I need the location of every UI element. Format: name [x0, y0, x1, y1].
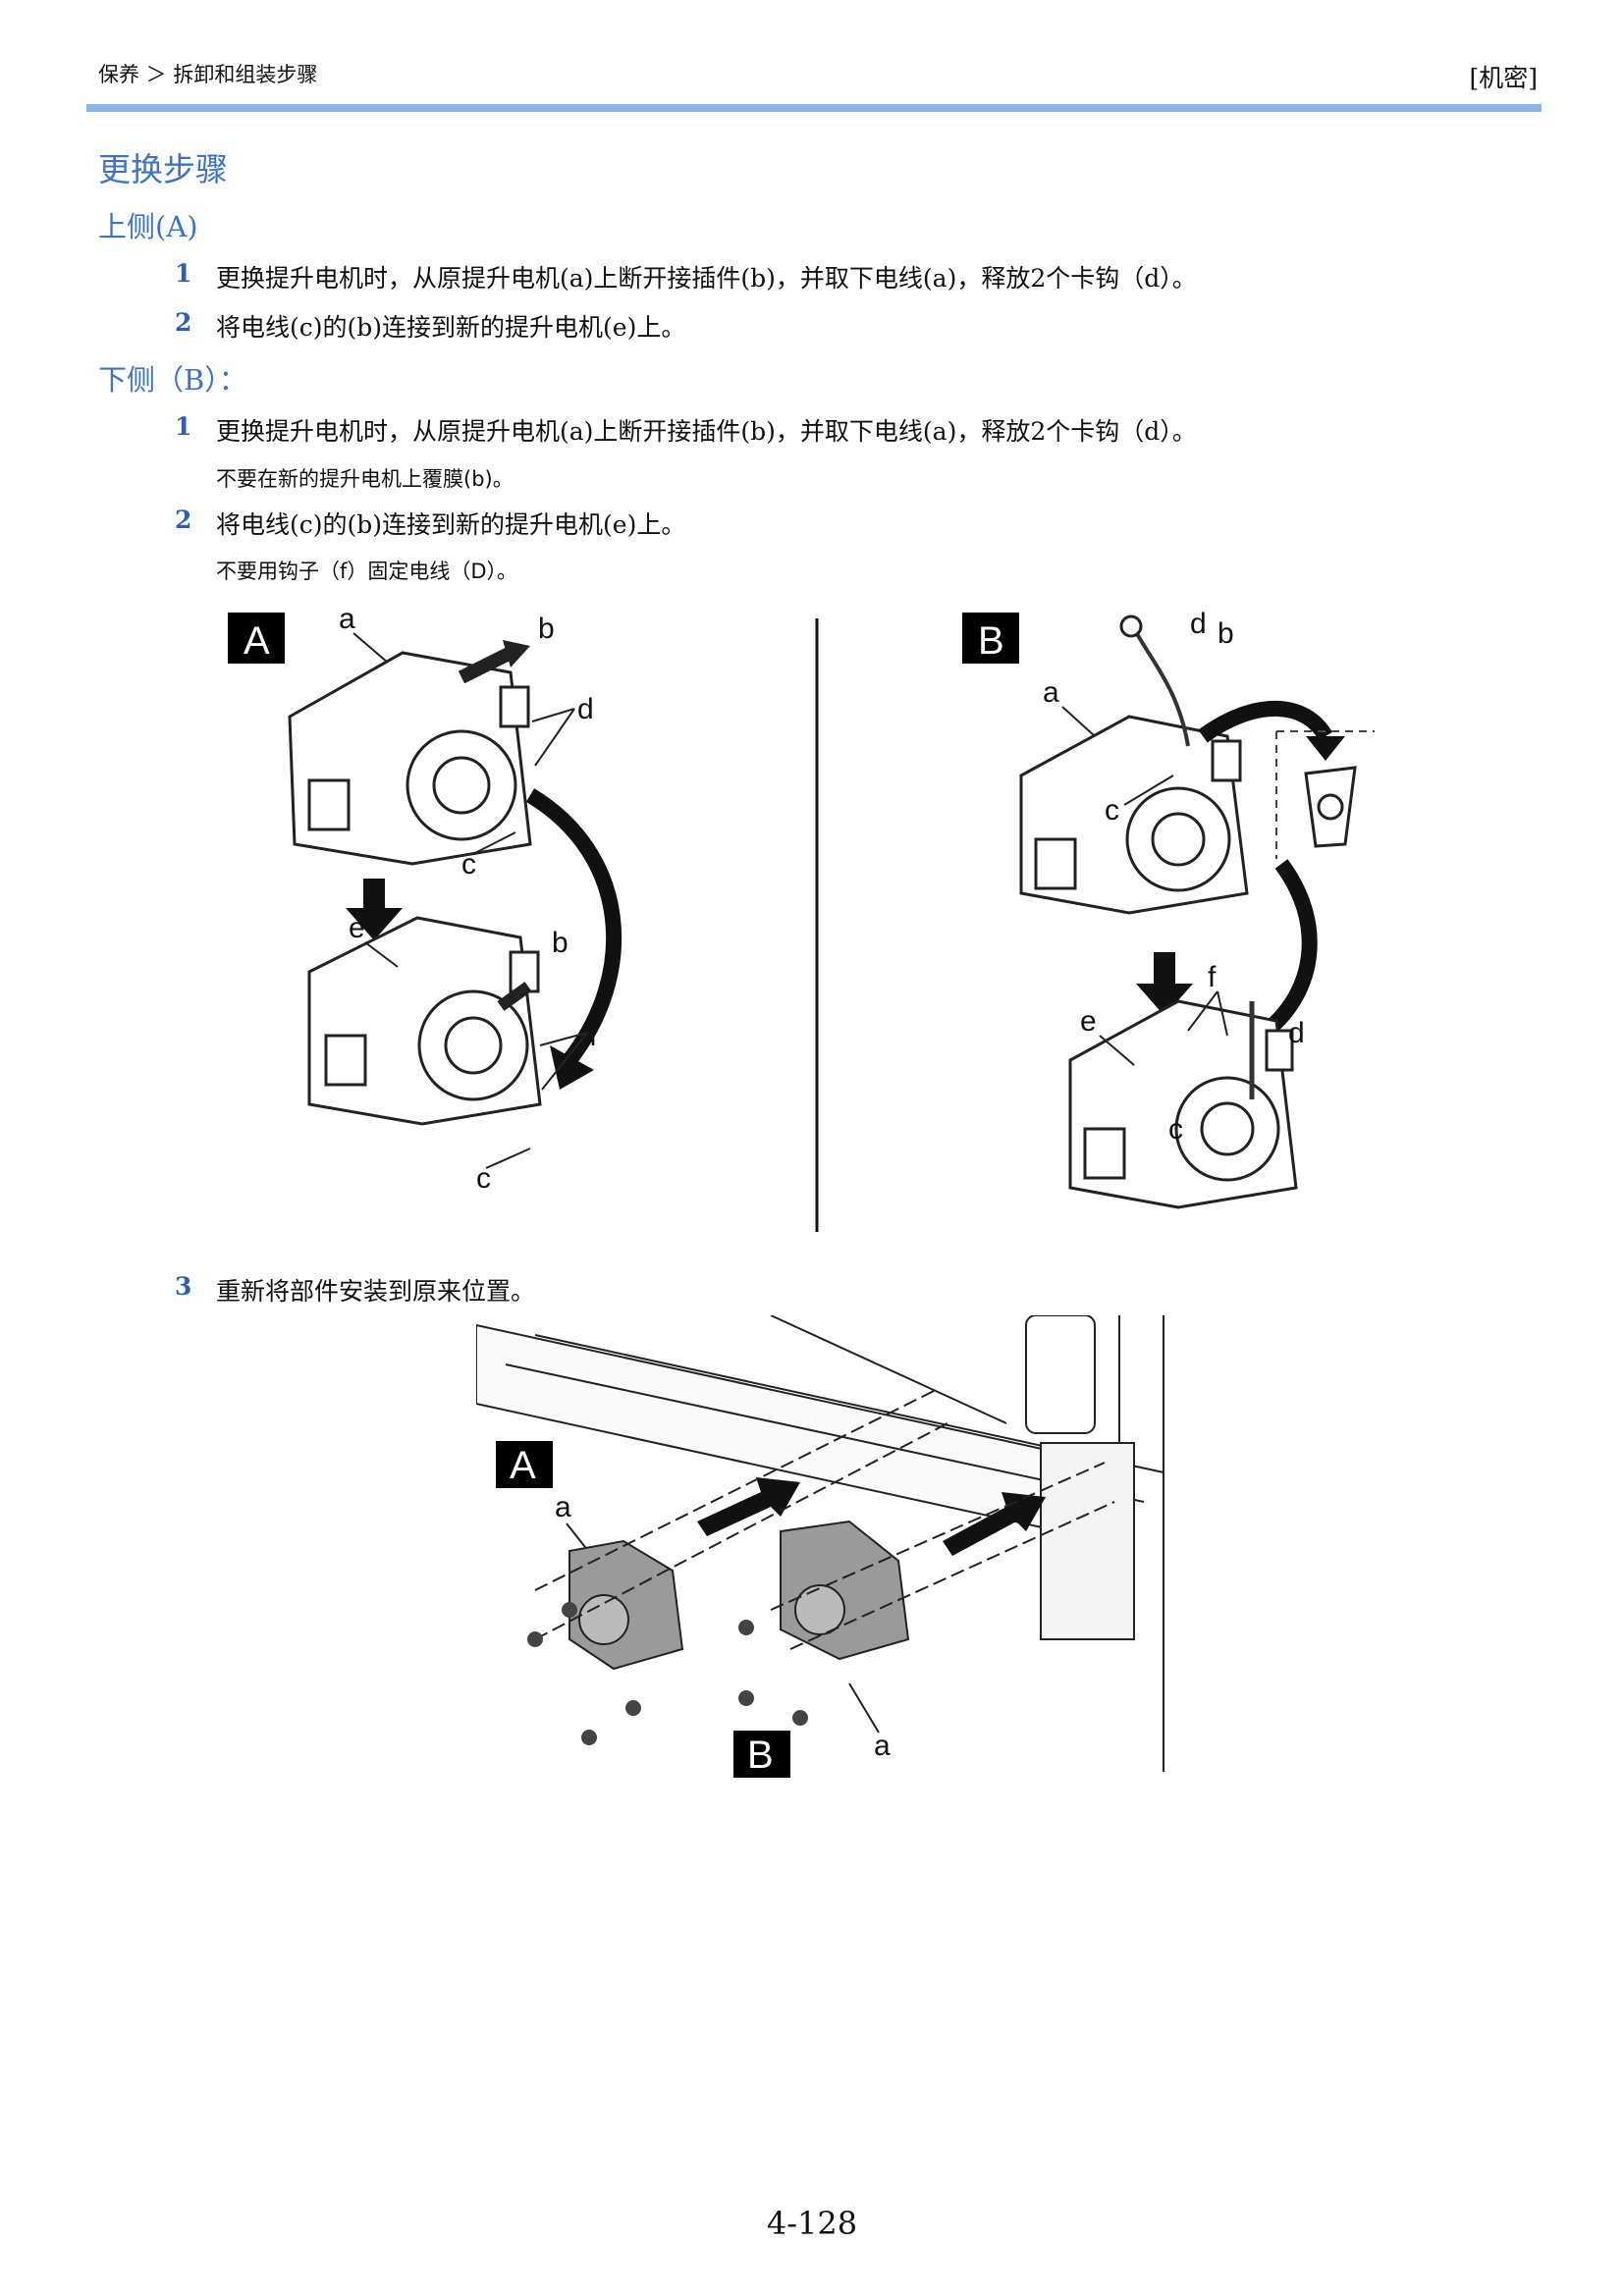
insert-arrows [697, 1477, 1046, 1556]
label-box-b [962, 613, 1019, 664]
breadcrumb: 保养 ＞ 拆卸和组装步骤 [98, 63, 318, 86]
callout-b-f: f [1208, 961, 1217, 993]
frame-rails [476, 1315, 1164, 1772]
label-a: A [244, 619, 270, 663]
page-title: 更换步骤 [98, 150, 228, 188]
callout-d: d [577, 693, 594, 725]
callout-e: e [349, 912, 365, 944]
motor-b-installed [780, 1520, 910, 1661]
callout-b-d: d [1190, 608, 1207, 640]
guide-lines [534, 1388, 1115, 1650]
motor-a-old [288, 651, 532, 866]
callout-b-e: e [1080, 1005, 1097, 1038]
callout-b: b [538, 613, 555, 645]
installation-figure: A a B a [476, 1315, 1183, 1787]
install-label-box-a [496, 1441, 553, 1488]
callout-b2: b [552, 927, 568, 959]
step-text: 重新将部件安装到原来位置。 [216, 1277, 536, 1306]
callout-b-b: b [1218, 617, 1234, 650]
step-text: 更换提升电机时，从原提升电机(a)上断开接插件(b)，并取下电线(a)，释放2个… [216, 417, 1197, 446]
callout-a: a [339, 603, 355, 635]
step-text: 更换提升电机时，从原提升电机(a)上断开接插件(b)，并取下电线(a)，释放2个… [216, 264, 1197, 293]
section-b-heading: 下侧（B）： [98, 363, 247, 397]
callout-b-a: a [1043, 676, 1059, 709]
screws [527, 1602, 808, 1745]
callout-b-d2: d [1288, 1017, 1305, 1049]
callout-f: f [589, 1020, 598, 1052]
step-number: 2 [175, 506, 192, 534]
callout-c: c [461, 848, 476, 881]
install-label-box-b [733, 1731, 790, 1778]
step-number: 2 [175, 308, 192, 337]
install-callout-a: a [555, 1491, 571, 1523]
motor-replacement-figure: A a b d c e b [216, 599, 1394, 1256]
motor-a-new [307, 916, 542, 1126]
step-number: 1 [175, 259, 192, 288]
section-b-note-1: 不要在新的提升电机上覆膜(b)。 [216, 467, 514, 491]
header-rule [86, 104, 1542, 112]
motor-a-installed [568, 1539, 684, 1671]
label-b: B [978, 619, 1004, 663]
step-number: 3 [175, 1272, 192, 1301]
callout-c2: c [476, 1162, 491, 1195]
motor-b-old [1019, 715, 1249, 915]
trash-bin-icon [1304, 766, 1357, 848]
label-box-a [228, 613, 285, 664]
step-number: 1 [175, 412, 192, 441]
section-a-heading: 上侧(A) [98, 210, 198, 243]
install-label-b: B [747, 1734, 774, 1777]
step-text: 将电线(c)的(b)连接到新的提升电机(e)上。 [216, 313, 686, 342]
install-callout-a2: a [874, 1730, 891, 1762]
confidential-mark: [机密] [1469, 64, 1538, 92]
page-number: 4-128 [766, 2205, 858, 2242]
install-label-a: A [510, 1444, 536, 1487]
motor-b-new [1068, 999, 1298, 1209]
section-b-note-2: 不要用钩子（f）固定电线（D）。 [216, 560, 518, 583]
callout-b-c: c [1105, 794, 1119, 827]
callout-b-c2: c [1168, 1113, 1183, 1146]
step-text: 将电线(c)的(b)连接到新的提升电机(e)上。 [216, 510, 686, 539]
